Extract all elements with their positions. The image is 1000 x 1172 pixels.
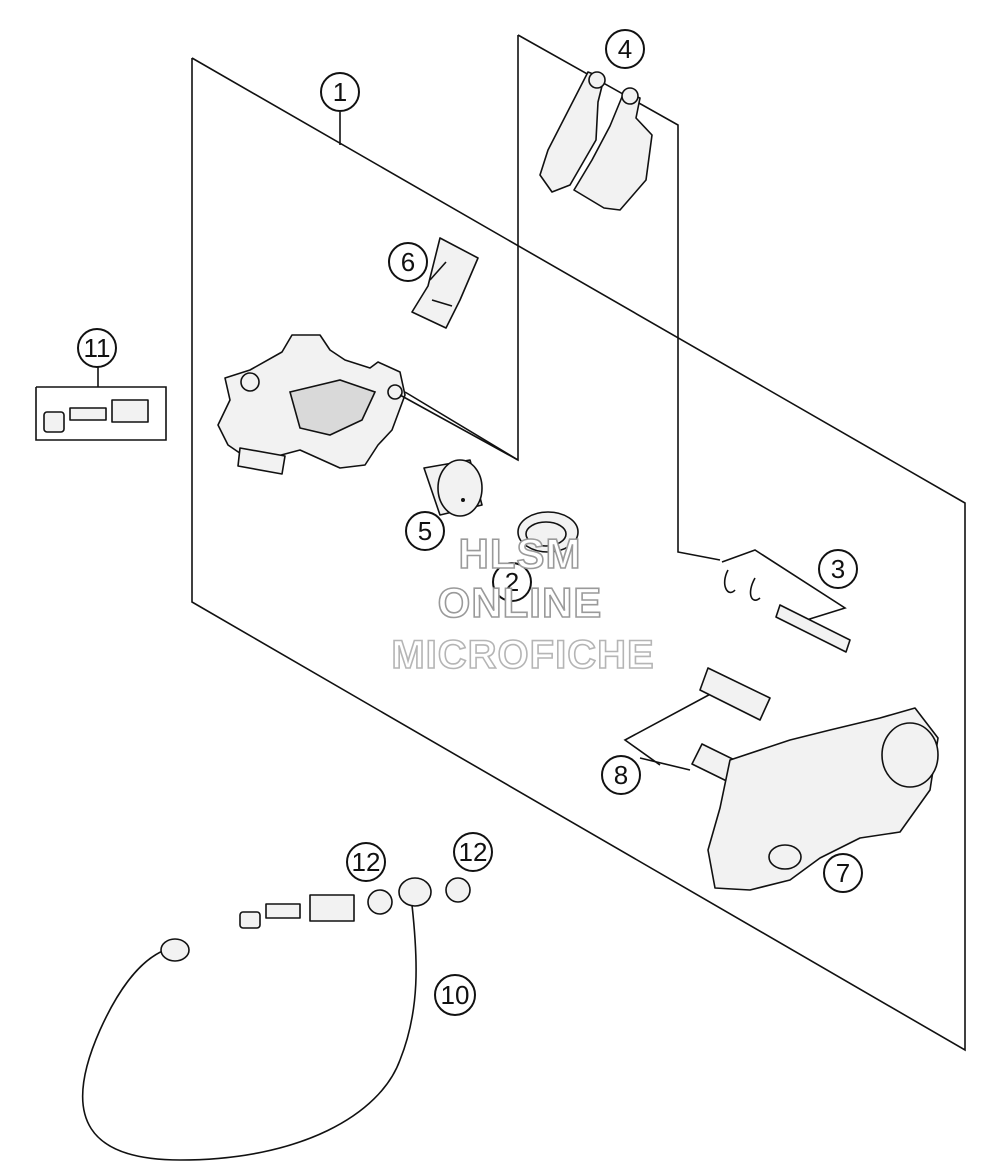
callout-8: 8 [601,755,641,795]
watermark-line-2: ONLINE [438,579,603,626]
callout-1: 1 [320,72,360,112]
callout-3-label: 3 [831,554,845,584]
piston-seal [517,511,579,553]
guide-pin-and-clips [721,549,851,653]
callout-12-left-label: 12 [352,847,381,877]
brake-hose [81,877,432,1161]
callout-3: 3 [818,549,858,589]
caliper-housing [217,334,519,475]
assembly-frame-1 [191,57,966,1052]
callout-11: 11 [77,328,117,368]
callout-2-label: 2 [505,567,519,597]
watermark: HLSM ONLINE MICROFICHE [391,529,655,678]
pad-spring [411,237,479,329]
callout-10-label: 10 [441,980,470,1010]
callout-6: 6 [388,242,428,282]
callout-12-right-label: 12 [459,837,488,867]
banjo-washers [239,877,471,929]
callout-7-label: 7 [836,858,850,888]
callout-4-label: 4 [618,34,632,64]
bleeder-kit [35,365,167,441]
watermark-line-3: MICROFICHE [391,633,654,677]
watermark-line-1: HLSM [459,530,582,577]
brake-pads [539,71,653,211]
callout-8-label: 8 [614,760,628,790]
callout-5: 5 [405,511,445,551]
callout-12-right: 12 [453,832,493,872]
caliper-carrier [707,707,939,891]
callout-7: 7 [823,853,863,893]
callout-12-left: 12 [346,842,386,882]
callout-5-label: 5 [418,516,432,546]
piston [423,459,483,517]
callout-11-label: 11 [84,333,111,363]
callout-1-label: 1 [333,77,347,107]
callout-10: 10 [434,974,476,1016]
callout-4: 4 [605,29,645,69]
callout-6-label: 6 [401,247,415,277]
callout-2: 2 [492,562,532,602]
